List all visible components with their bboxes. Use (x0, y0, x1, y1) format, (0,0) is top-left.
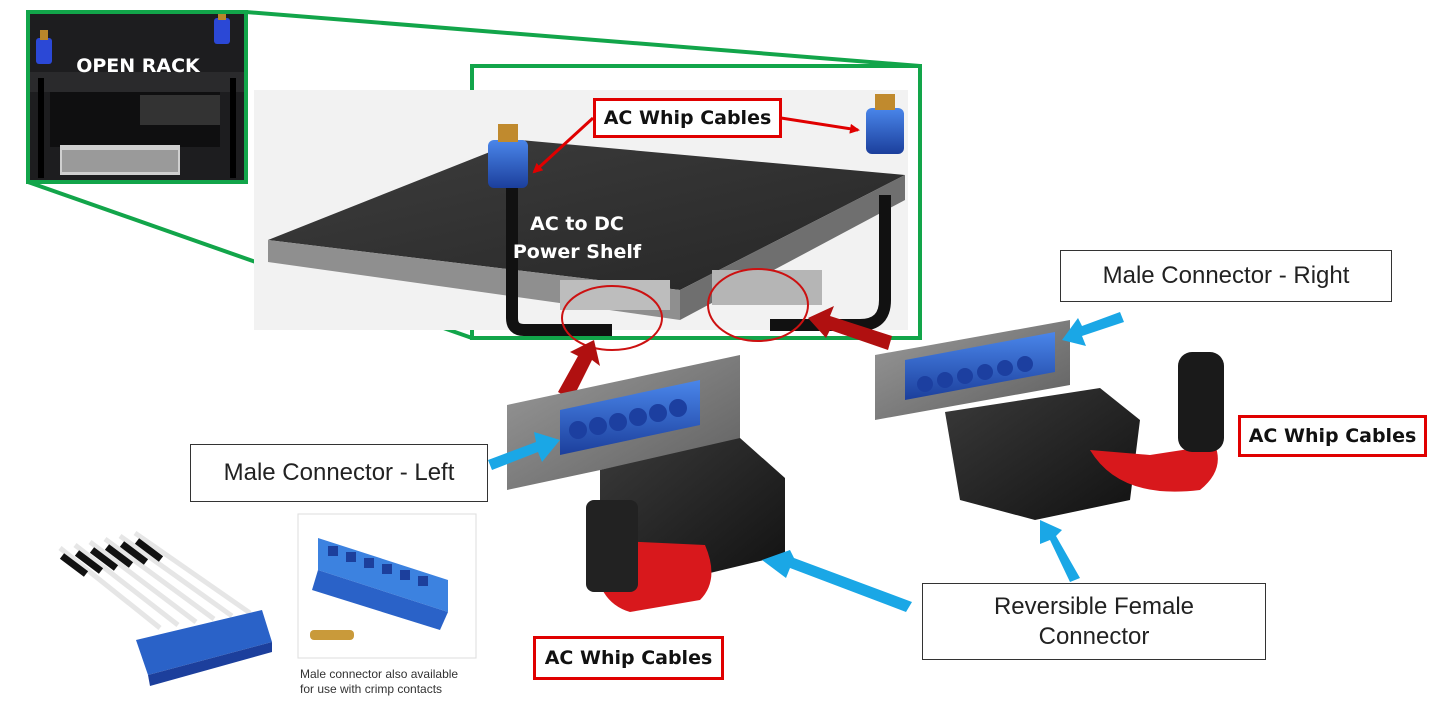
insertion-arrows (558, 306, 892, 400)
power-shelf-label: AC to DC Power Shelf (498, 210, 656, 266)
reversible-female-connector-label: Reversible Female Connector (922, 583, 1266, 660)
female-label-line1: Reversible Female (993, 592, 1195, 620)
caption-line2: for use with crimp contacts (300, 682, 443, 696)
plug-left-image (488, 124, 528, 188)
ac-whip-cables-label-top: AC Whip Cables (593, 98, 782, 138)
open-rack-label: OPEN RACK (76, 55, 200, 77)
open-rack-image (28, 12, 246, 182)
ac-whip-cables-label-bottom: AC Whip Cables (533, 636, 724, 680)
ac-whip-cables-label-right: AC Whip Cables (1238, 415, 1427, 457)
power-shelf-label-line1: AC to DC (530, 213, 624, 235)
blue-pointer-arrows (488, 312, 1124, 612)
whip-label-pointers (532, 116, 860, 174)
caption-line1: Male connector also available (300, 667, 459, 681)
male-connector-right-label: Male Connector - Right (1060, 250, 1392, 302)
wire-harness-image (58, 530, 272, 686)
plug-right-image (866, 94, 904, 154)
blue-connector-photo (297, 513, 477, 659)
left-connector-image (507, 355, 785, 612)
right-connector-image (875, 320, 1224, 520)
crimp-contacts-caption: Male connector also available for use wi… (300, 667, 500, 697)
power-shelf-image (254, 90, 908, 351)
male-connector-left-label: Male Connector - Left (190, 444, 488, 502)
female-label-line2: Connector (1038, 622, 1150, 650)
power-shelf-label-line2: Power Shelf (512, 241, 642, 263)
